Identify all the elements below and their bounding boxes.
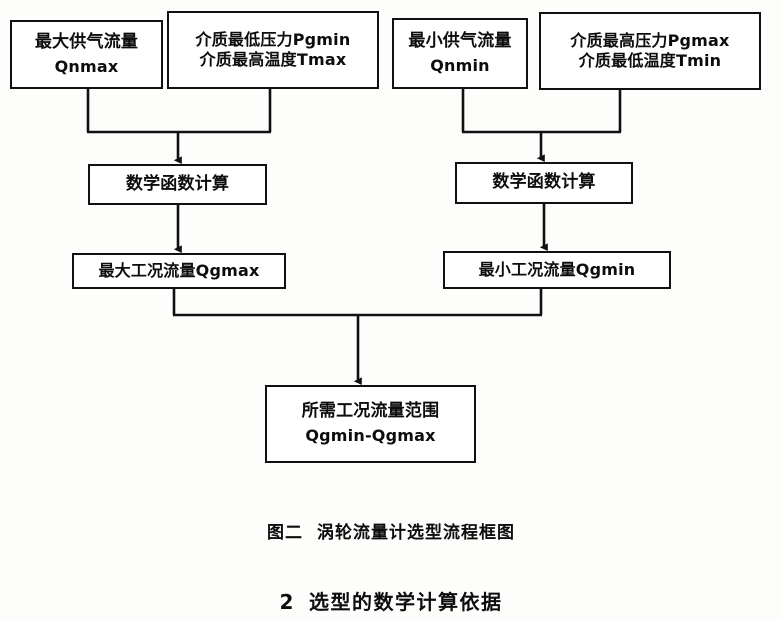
figure-caption: 图二涡轮流量计选型流程框图 [0,518,782,543]
edge-right-merge [461,89,622,134]
node-line: Qgmin-Qgmax [305,426,436,446]
node-line: 最小供气流量 [408,30,512,51]
node-line: 所需工况流量范围 [301,401,440,422]
edge-left-merge [86,89,272,134]
node-line: 介质最高温度Tmax [199,50,347,69]
node-max-supply-flow: 最大供气流量 Qnmax [10,20,163,89]
node-min-pressure-max-temp: 介质最低压力Pgmin 介质最高温度Tmax [167,11,379,89]
node-line: 最大供气流量 [34,31,139,52]
section-title: 选型的数学计算依据 [308,590,503,614]
node-max-working-flow-qgmax: 最大工况流量Qgmax [72,253,286,289]
node-line: Qnmax [54,56,119,76]
figure-caption-number: 图二 [267,523,303,543]
figure-caption-text: 涡轮流量计选型流程框图 [317,523,515,543]
node-line: 介质最低温度Tmin [578,51,722,70]
node-line: 介质最高压力Pgmax [570,30,730,50]
node-line: 数学函数计算 [125,173,230,194]
edge-bottom-merge [172,289,543,317]
node-min-working-flow-qgmin: 最小工况流量Qgmin [443,251,671,289]
section-number: 2 [279,590,295,614]
node-math-function-calculation-left: 数学函数计算 [88,164,267,205]
node-required-working-flow-range: 所需工况流量范围 Qgmin-Qgmax [265,385,476,463]
node-line: 最小工况流量Qgmin [478,259,636,279]
node-line: 数学函数计算 [492,172,596,193]
node-line: Qnmin [430,55,490,75]
node-max-pressure-min-temp: 介质最高压力Pgmax 介质最低温度Tmin [539,12,761,90]
section-heading: 2 选型的数学计算依据 [0,586,782,615]
node-min-supply-flow: 最小供气流量 Qnmin [392,18,528,89]
node-line: 介质最低压力Pgmin [195,29,351,49]
node-line: 最大工况流量Qgmax [98,260,260,280]
node-math-function-calculation-right: 数学函数计算 [455,162,633,204]
